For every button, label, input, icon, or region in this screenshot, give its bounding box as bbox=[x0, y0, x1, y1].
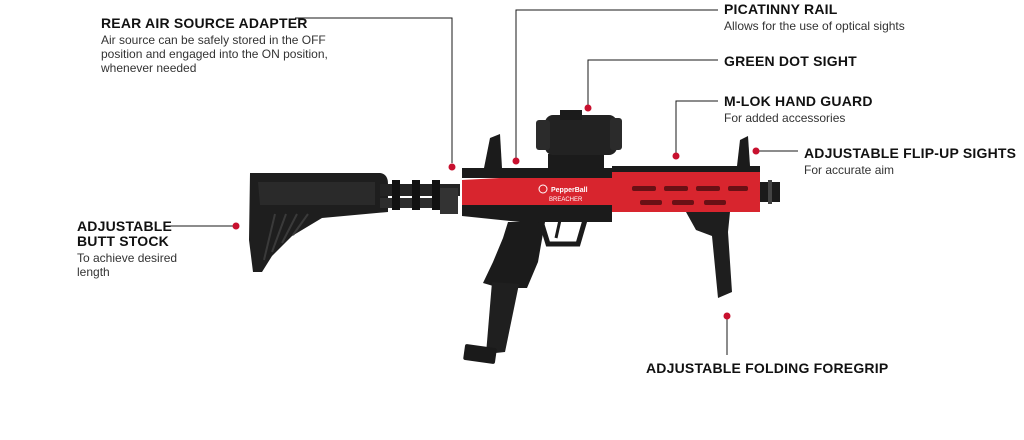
callout-title: GREEN DOT SIGHT bbox=[724, 53, 857, 69]
leader-rear-air bbox=[295, 17, 453, 163]
front-flip-up-sight bbox=[737, 136, 750, 166]
dot-butt-stock bbox=[232, 222, 240, 230]
butt-stock bbox=[249, 173, 388, 272]
folding-foregrip bbox=[686, 212, 732, 298]
callout-description: Air source can be safely stored in the O… bbox=[101, 33, 328, 75]
dot-rear-air bbox=[448, 163, 456, 171]
brand-logo-icon bbox=[538, 184, 548, 194]
model-name: BREACHER bbox=[549, 197, 583, 203]
green-dot-sight bbox=[536, 110, 622, 168]
trigger-guard bbox=[537, 217, 588, 247]
callout-title: ADJUSTABLE FOLDING FOREGRIP bbox=[646, 360, 889, 376]
callout-title: ADJUSTABLE FLIP-UP SIGHTS bbox=[804, 145, 1017, 161]
leader-mlok bbox=[675, 100, 718, 154]
callout-description: For added accessories bbox=[724, 111, 846, 125]
callout-adjustable-folding-foregrip: ADJUSTABLE FOLDING FOREGRIP bbox=[646, 361, 888, 376]
pistol-grip bbox=[483, 222, 545, 288]
callout-m-lok-hand-guard: M-LOK HAND GUARD For added accessories bbox=[724, 93, 873, 126]
callout-title: M-LOK HAND GUARD bbox=[724, 93, 873, 109]
stock-tube bbox=[380, 180, 460, 214]
callout-dots bbox=[232, 104, 760, 320]
leader-green-dot bbox=[587, 59, 718, 106]
brand-name: PepperBall bbox=[551, 187, 588, 194]
dot-flipup bbox=[752, 147, 760, 155]
leader-lines bbox=[170, 9, 798, 355]
callout-green-dot-sight: GREEN DOT SIGHT bbox=[724, 54, 857, 69]
leader-picatinny bbox=[515, 9, 718, 158]
callout-title: ADJUSTABLE BUTT STOCK bbox=[77, 218, 173, 249]
dot-green-dot bbox=[584, 104, 592, 112]
magazine bbox=[486, 282, 519, 354]
callout-title: REAR AIR SOURCE ADAPTER bbox=[101, 15, 308, 31]
callout-adjustable-flip-up-sights: ADJUSTABLE FLIP-UP SIGHTS For accurate a… bbox=[804, 145, 1017, 178]
dot-picatinny bbox=[512, 157, 520, 165]
dot-foregrip bbox=[723, 312, 731, 320]
dot-mlok bbox=[672, 152, 680, 160]
callout-description: Allows for the use of optical sights bbox=[724, 19, 905, 33]
callout-rear-air-source-adapter: REAR AIR SOURCE ADAPTER Air source can b… bbox=[101, 15, 328, 76]
callout-description: To achieve desired length bbox=[77, 251, 178, 279]
callout-title: PICATINNY RAIL bbox=[724, 1, 838, 17]
callout-adjustable-butt-stock: ADJUSTABLE BUTT STOCK To achieve desired… bbox=[77, 218, 178, 280]
rear-flip-up-sight bbox=[484, 134, 502, 168]
callout-picatinny-rail: PICATINNY RAIL Allows for the use of opt… bbox=[724, 1, 905, 34]
callout-description: For accurate aim bbox=[804, 163, 895, 177]
m-lok-hand-guard bbox=[612, 166, 760, 212]
